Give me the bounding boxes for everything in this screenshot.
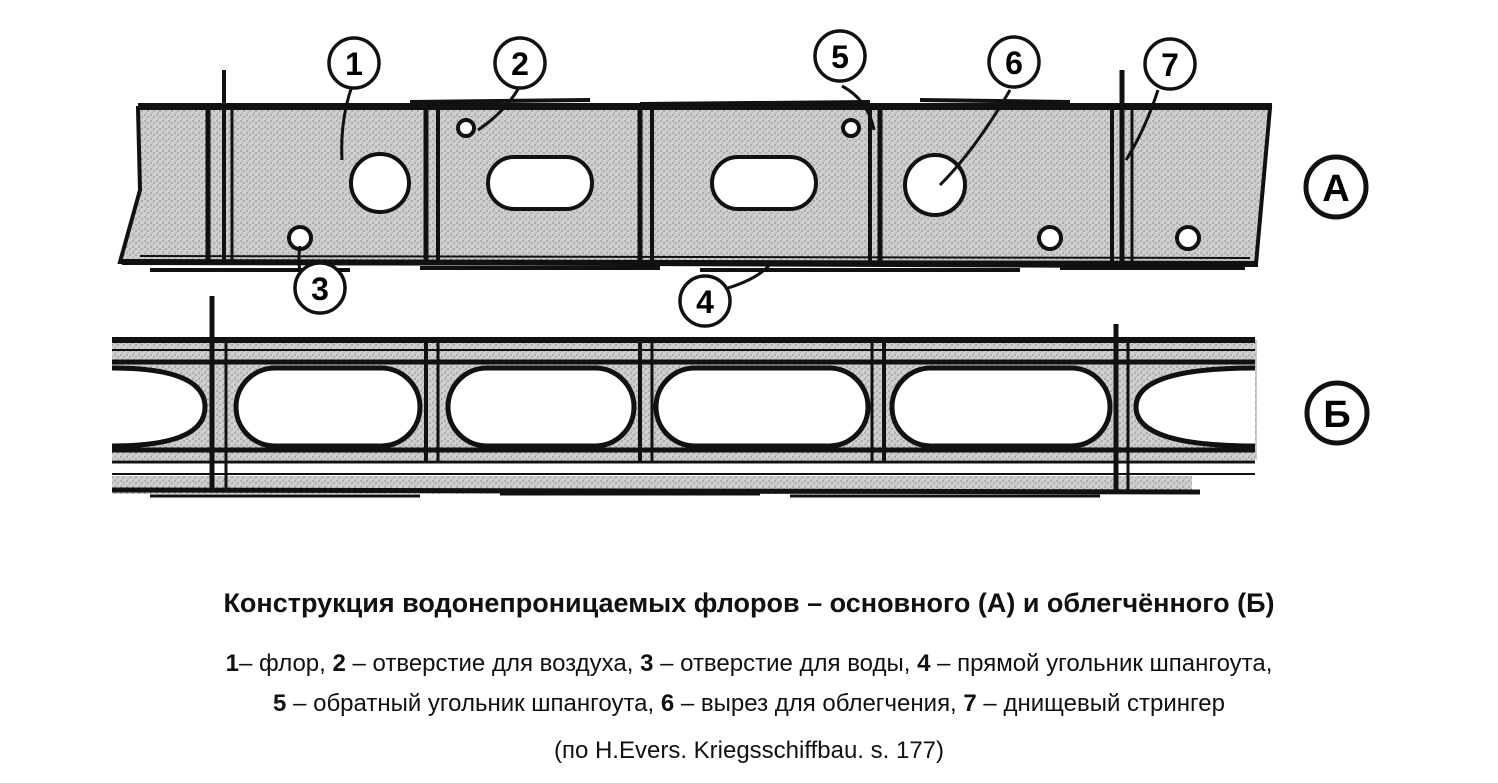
callout-3: 3 bbox=[293, 261, 347, 315]
view-a-plate bbox=[117, 98, 1273, 272]
legend-num-7: 7 bbox=[963, 690, 977, 717]
legend-text-1: – флор, bbox=[238, 650, 333, 677]
view-b-cutouts bbox=[111, 365, 1256, 449]
figure-title: Конструкция водонепроницаемых флоров – о… bbox=[223, 588, 1275, 618]
legend-num-4: 4 bbox=[917, 650, 931, 677]
callout-6: 6 bbox=[987, 35, 1041, 89]
view-label-b: Б bbox=[1304, 380, 1370, 446]
callout-4-label: 4 bbox=[696, 284, 714, 320]
view-b-frames bbox=[209, 296, 1130, 494]
legend-text-4: – прямой угольник шпангоута, bbox=[930, 650, 1273, 677]
view-a-holes bbox=[287, 118, 1201, 251]
legend-text-7: – днищевый стрингер bbox=[976, 690, 1225, 717]
callout-4: 4 bbox=[678, 274, 732, 328]
legend-num-5: 5 bbox=[273, 690, 287, 717]
leader-lines bbox=[297, 84, 1160, 290]
callout-2: 2 bbox=[493, 36, 547, 90]
callout-3-label: 3 bbox=[311, 271, 329, 307]
view-a-frames bbox=[205, 70, 1134, 262]
callout-5: 5 bbox=[813, 29, 867, 83]
legend-text-6: – вырез для облегчения, bbox=[674, 690, 964, 717]
legend-line-2: 5 – обратный угольник шпангоута, 6 – выр… bbox=[0, 690, 1498, 718]
legend-text-5: – обратный угольник шпангоута, bbox=[286, 690, 661, 717]
view-label-a-text: А bbox=[1322, 168, 1349, 210]
callout-6-label: 6 bbox=[1005, 45, 1023, 81]
view-label-a: А bbox=[1303, 154, 1369, 220]
callout-2-label: 2 bbox=[511, 46, 529, 82]
callout-1-label: 1 bbox=[345, 46, 363, 82]
callout-7: 7 bbox=[1143, 37, 1197, 91]
view-label-b-text: Б bbox=[1323, 394, 1350, 436]
floor-construction-diagram: 1 2 3 4 5 6 7 А Б bbox=[111, 29, 1370, 498]
legend-text-2: – отверстие для воздуха, bbox=[345, 650, 641, 677]
legend-num-3: 3 bbox=[640, 650, 654, 677]
legend-text-3: – отверстие для воды, bbox=[653, 650, 918, 677]
legend-num-6: 6 bbox=[660, 690, 675, 717]
callout-7-label: 7 bbox=[1161, 47, 1179, 83]
callout-1: 1 bbox=[327, 36, 381, 90]
legend-line-1: 1– флор, 2 – отверстие для воздуха, 3 – … bbox=[0, 650, 1498, 678]
legend-num-1: 1 bbox=[225, 650, 239, 677]
legend-num-2: 2 bbox=[332, 650, 346, 677]
figure-source: (по H.Evers. Kriegsschiffbau. s. 177) bbox=[553, 737, 945, 764]
callout-5-label: 5 bbox=[831, 39, 849, 75]
